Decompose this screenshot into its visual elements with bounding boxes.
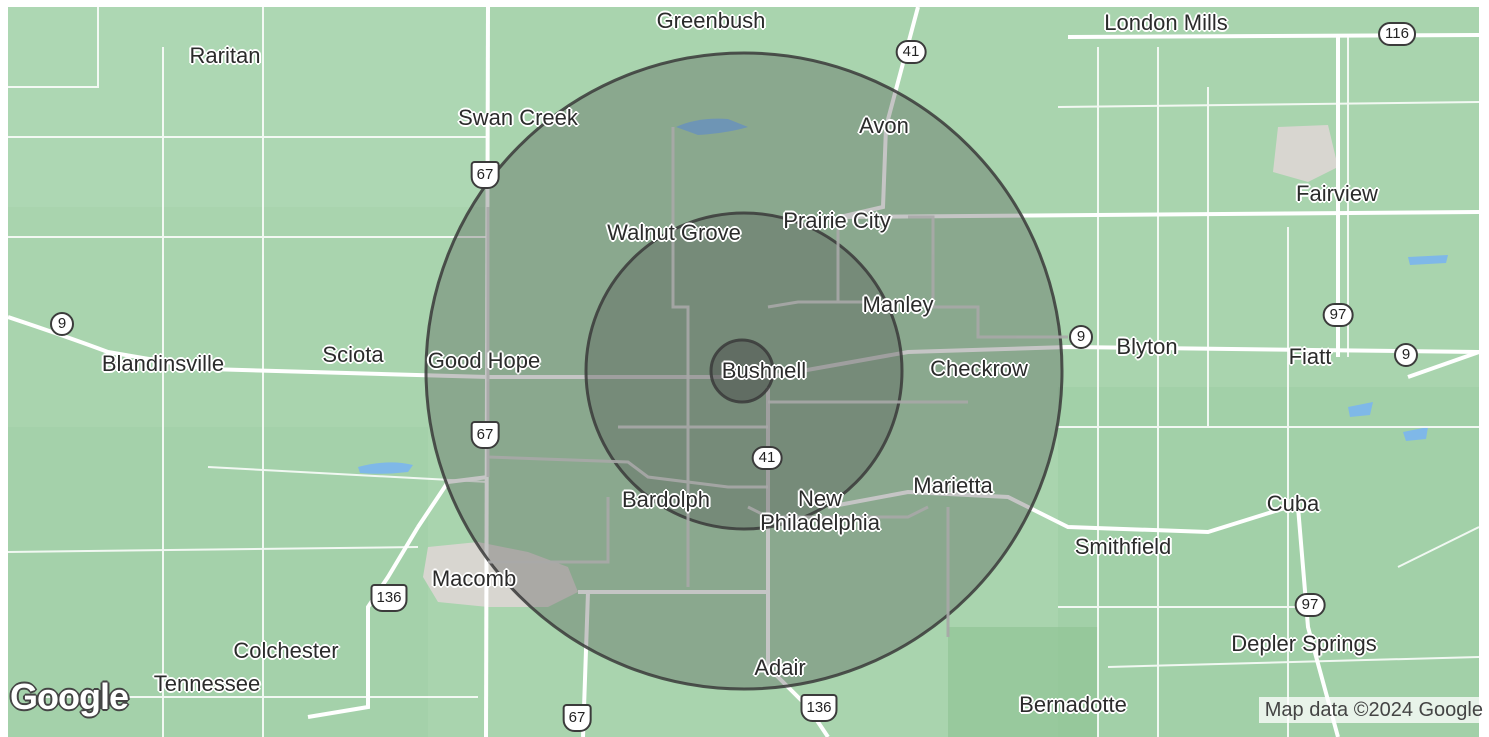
route-shield-41-north: 41 bbox=[895, 40, 927, 64]
place-label-prairie-city[interactable]: Prairie City bbox=[783, 208, 891, 233]
fairview-urban-area bbox=[1273, 125, 1338, 182]
place-label-london-mills[interactable]: London Mills bbox=[1104, 10, 1228, 35]
lake bbox=[676, 118, 748, 135]
place-label-blandinsville[interactable]: Blandinsville bbox=[101, 351, 225, 376]
place-label-bushnell[interactable]: Bushnell bbox=[721, 358, 807, 383]
us-136-west-road bbox=[307, 475, 489, 719]
place-label-adair[interactable]: Adair bbox=[754, 655, 806, 680]
radius-ring-outer bbox=[424, 51, 1064, 691]
route-shield-us-136-west: 136 bbox=[370, 584, 408, 612]
lake bbox=[358, 462, 413, 474]
place-label-avon[interactable]: Avon bbox=[859, 113, 909, 138]
terrain-patch bbox=[8, 427, 428, 737]
map-base-layer bbox=[8, 7, 1479, 737]
place-label-fairview[interactable]: Fairview bbox=[1296, 181, 1378, 206]
place-label-depler-springs[interactable]: Depler Springs bbox=[1231, 631, 1377, 656]
place-label-swan-creek[interactable]: Swan Creek bbox=[458, 105, 578, 130]
route-shield-us-136-south: 136 bbox=[800, 694, 838, 722]
radius-ring-inner bbox=[709, 338, 775, 404]
place-label-checkrow[interactable]: Checkrow bbox=[930, 356, 1028, 381]
place-label-marietta[interactable]: Marietta bbox=[913, 473, 993, 498]
place-label-colchester[interactable]: Colchester bbox=[233, 638, 339, 663]
route-95-road bbox=[827, 489, 1289, 535]
pond bbox=[1348, 402, 1373, 417]
route-shield-9-west: 9 bbox=[50, 312, 74, 336]
route-shield-9-central: 9 bbox=[1069, 325, 1093, 349]
radius-overlay bbox=[424, 51, 1064, 691]
route-9-road bbox=[8, 315, 1479, 379]
route-shield-us-67-south: 67 bbox=[562, 704, 592, 732]
map-canvas[interactable]: Greenbush London Mills Raritan Swan Cree… bbox=[8, 7, 1479, 737]
place-label-cuba[interactable]: Cuba bbox=[1266, 491, 1320, 516]
route-shield-41-south: 41 bbox=[751, 446, 783, 470]
terrain-patch bbox=[8, 7, 488, 207]
route-41-north-road bbox=[839, 7, 1479, 219]
county-roads bbox=[486, 127, 1068, 637]
place-label-new-philadelphia[interactable]: New Philadelphia bbox=[760, 486, 880, 535]
route-shield-9-east: 9 bbox=[1394, 343, 1418, 367]
place-label-macomb[interactable]: Macomb bbox=[431, 566, 517, 591]
place-label-bernadotte[interactable]: Bernadotte bbox=[1019, 692, 1127, 717]
route-shield-97-north: 97 bbox=[1322, 303, 1354, 327]
place-label-good-hope[interactable]: Good Hope bbox=[427, 348, 541, 373]
place-label-tennessee[interactable]: Tennessee bbox=[153, 671, 261, 696]
map-attribution[interactable]: Map data ©2024 Google bbox=[1258, 697, 1489, 723]
place-label-raritan[interactable]: Raritan bbox=[189, 43, 261, 68]
pond bbox=[1408, 255, 1448, 265]
route-9-east-road bbox=[1407, 350, 1479, 379]
route-shield-us-67-north: 67 bbox=[470, 161, 500, 189]
place-label-smithfield[interactable]: Smithfield bbox=[1074, 534, 1172, 559]
google-logo: Google bbox=[10, 676, 129, 717]
route-shield-116: 116 bbox=[1378, 22, 1416, 46]
radius-ring-middle bbox=[584, 211, 904, 531]
place-label-bardolph[interactable]: Bardolph bbox=[621, 487, 711, 512]
route-shield-us-67-central: 67 bbox=[470, 421, 500, 449]
place-label-greenbush[interactable]: Greenbush bbox=[656, 8, 766, 33]
route-116-road bbox=[1067, 33, 1479, 39]
place-label-walnut-grove[interactable]: Walnut Grove bbox=[607, 220, 741, 245]
place-label-blyton[interactable]: Blyton bbox=[1116, 334, 1178, 359]
route-shield-97-south: 97 bbox=[1294, 593, 1326, 617]
place-label-manley[interactable]: Manley bbox=[862, 292, 934, 317]
place-label-fiatt[interactable]: Fiatt bbox=[1288, 344, 1332, 369]
place-label-sciota[interactable]: Sciota bbox=[322, 342, 384, 367]
minor-roads bbox=[8, 7, 1479, 737]
terrain-patch bbox=[948, 627, 1098, 737]
pond bbox=[1403, 427, 1428, 441]
